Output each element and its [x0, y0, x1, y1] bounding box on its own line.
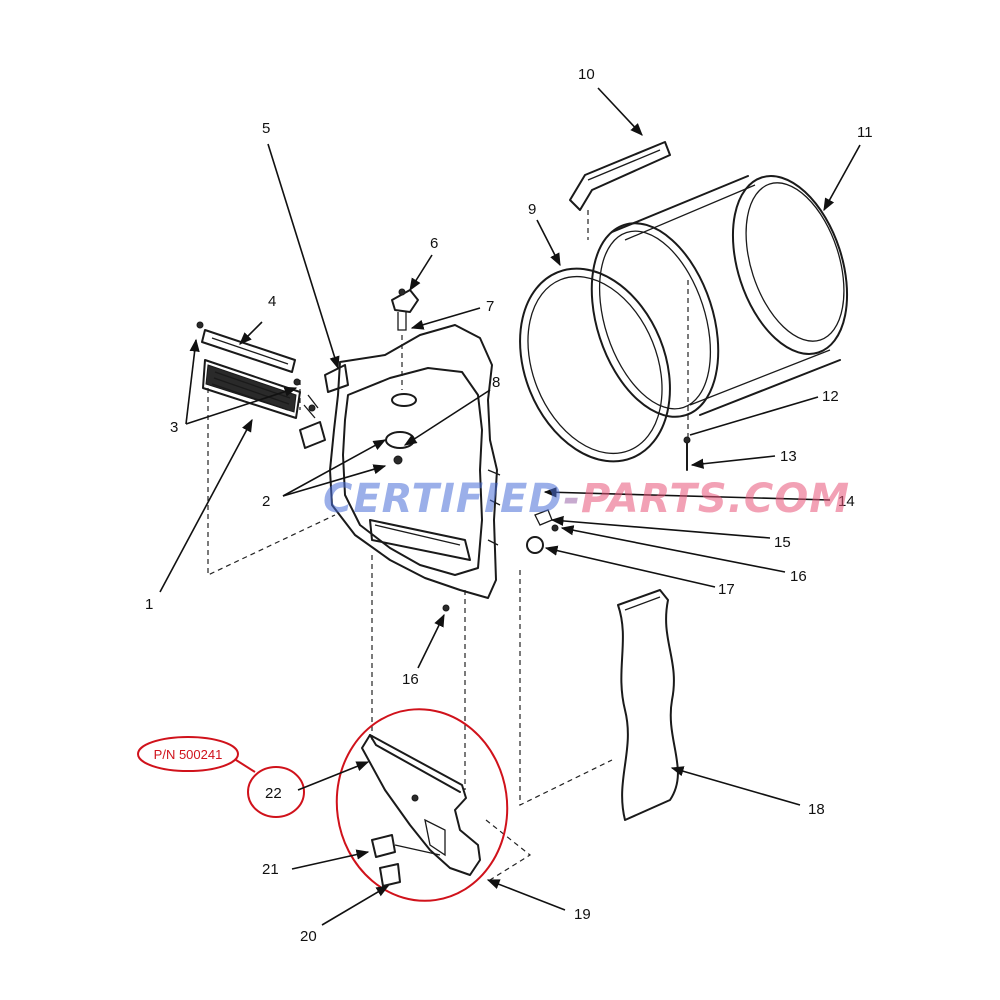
callout-13: 13 [780, 448, 797, 465]
lint-duct-highlight-circle [335, 708, 509, 902]
bolt-part [683, 436, 691, 471]
callout-14: 14 [838, 493, 855, 510]
drum-part [590, 175, 849, 418]
callout-17: 17 [718, 581, 735, 598]
callout-6: 6 [430, 235, 438, 252]
callout-7: 7 [486, 298, 494, 315]
callout-8: 8 [492, 374, 500, 391]
drum-baffle-part [569, 141, 671, 211]
callout-18: 18 [808, 801, 825, 818]
callout-20: 20 [300, 928, 317, 945]
felt-seal-strip-part [617, 589, 679, 821]
callout-22-circle [247, 766, 305, 818]
part-number-tag: P/N 500241 [154, 747, 223, 762]
callout-9: 9 [528, 201, 536, 218]
front-bulkhead-part [299, 324, 501, 612]
highlight-group: P/N 500241 [137, 708, 509, 902]
lint-duct-part [361, 734, 481, 887]
callout-22: 22 [265, 785, 282, 802]
callout-12: 12 [822, 388, 839, 405]
lint-grille-part [196, 321, 301, 419]
callout-2: 2 [262, 493, 270, 510]
callout-labels: 1 2 3 4 5 6 7 8 9 10 11 12 13 14 15 16 1… [145, 66, 873, 945]
drum-seal-ring-part [519, 267, 671, 463]
part-number-tag-oval [137, 736, 239, 772]
leader-lines [159, 87, 861, 926]
callout-11: 11 [857, 124, 873, 141]
svg-text:CERTIFIED-PARTS.COM: CERTIFIED-PARTS.COM [323, 476, 850, 522]
watermark-dash: - [563, 476, 581, 522]
watermark-left: CERTIFIED [323, 476, 563, 522]
callout-5: 5 [262, 120, 270, 137]
callout-15: 15 [774, 534, 791, 551]
callout-10: 10 [578, 66, 595, 83]
callout-4: 4 [268, 293, 276, 310]
callout-1: 1 [145, 596, 153, 613]
watermark-right: PARTS.COM [581, 476, 850, 522]
callout-19: 19 [574, 906, 591, 923]
certified-parts-watermark: CERTIFIED-PARTS.COM [323, 476, 850, 522]
door-switch-part [391, 288, 419, 390]
callout-16-lower: 16 [402, 671, 419, 688]
alignment-dashed-lines [207, 210, 689, 881]
callout-16-right: 16 [790, 568, 807, 585]
callout-3: 3 [170, 419, 178, 436]
callout-21: 21 [262, 861, 279, 878]
